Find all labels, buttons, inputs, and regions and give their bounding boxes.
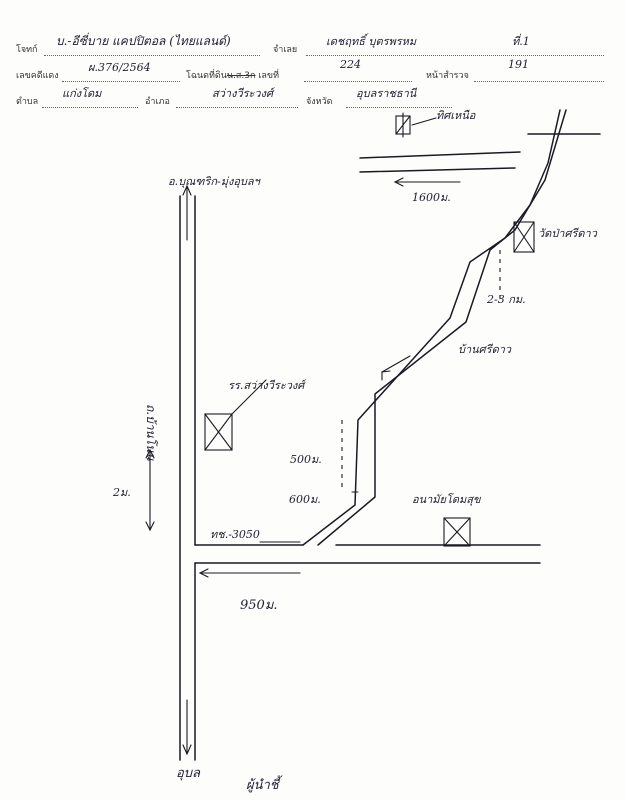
route-arrows — [145, 355, 411, 578]
district-value: สว่างวีระวงศ์ — [212, 87, 273, 100]
survey-value: 191 — [508, 58, 529, 71]
diagonal-road — [302, 109, 567, 546]
red-case-label: เลขคดีแดง — [16, 71, 59, 81]
plaintiff-label: โจทก์ — [16, 45, 38, 55]
left-distance-label: 2ม. — [113, 486, 131, 499]
road-code-label: ทช.-3050 — [210, 528, 260, 541]
temple-label: วัดป่าศรีดาว — [538, 227, 597, 240]
bottom-signature: ผู้นำชี้ — [246, 778, 279, 793]
health-center-label: อนามัยโดมสุข — [412, 493, 481, 506]
deed-label: โฉนดที่ดินน.ส.3ก เลขที่ — [186, 71, 280, 81]
horizontal-road-3050 — [194, 544, 541, 564]
road-name-vertical: ถ.บ้านโนน — [144, 404, 158, 461]
red-case-value: ผ.376/2564 — [88, 61, 151, 74]
school-label: รร.สว่างวีระวงศ์ — [228, 379, 305, 392]
deed-number-value: 224 — [340, 58, 361, 71]
main-vertical-road — [179, 184, 196, 761]
subdistrict-label: ตำบล — [16, 97, 39, 107]
defendant-label: จำเลย — [273, 45, 298, 55]
north-label: ทิศเหนือ — [436, 109, 476, 122]
dashed-distance-guides — [341, 250, 501, 493]
top-cross-road — [359, 133, 601, 187]
province-value: อุบลราชธานี — [356, 87, 417, 100]
survey-label: หน้าสำรวจ — [426, 71, 469, 81]
distance-1600-label: 1600ม. — [412, 191, 451, 204]
distance-600-label: 600ม. — [289, 493, 321, 506]
province-label: จังหวัด — [306, 97, 333, 107]
distance-2-3km-label: 2-3 กม. — [487, 293, 526, 306]
bottom-direction-label: อุบล — [176, 766, 201, 781]
district-label: อำเภอ — [145, 97, 170, 107]
distance-950-label: 950ม. — [240, 598, 278, 613]
north-arrow-icon — [395, 112, 437, 138]
defendant-extra: ที่.1 — [512, 35, 530, 48]
top-road-label: อ.บุณฑริก-มุ่งอุบลฯ — [168, 175, 260, 188]
subdistrict-value: แก่งโดม — [62, 87, 102, 100]
village-label: บ้านศรีดาว — [458, 343, 512, 356]
landmark-temple-box — [513, 221, 535, 253]
distance-500-label: 500ม. — [290, 453, 322, 466]
landmark-health-center-box — [443, 517, 471, 547]
defendant-value: เดชฤทธิ์ บุตรพรหม — [326, 35, 417, 48]
plaintiff-value: บ.-อีซี่บาย แคปปิตอล (ไทยแลนด์) — [56, 34, 231, 48]
landmark-school-box — [204, 379, 267, 451]
